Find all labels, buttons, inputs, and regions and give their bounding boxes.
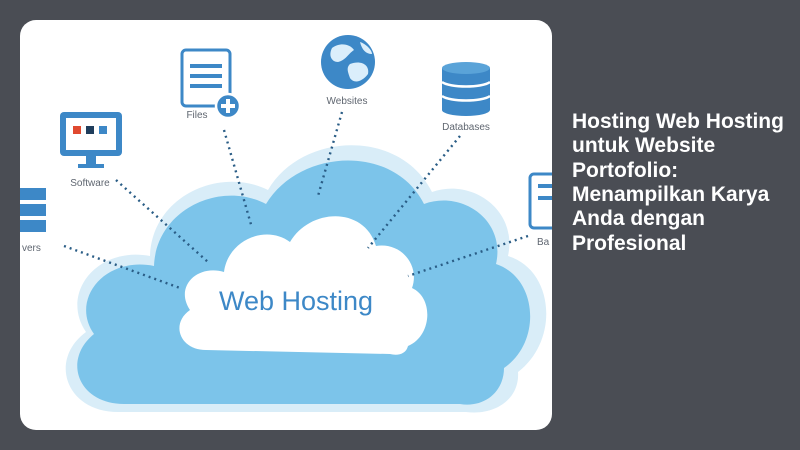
connector-databases <box>367 135 461 249</box>
backup-icon <box>528 172 552 230</box>
database-icon <box>441 62 491 116</box>
connectors <box>63 111 529 290</box>
diagram-card: Web Hosting Files Website <box>20 20 552 430</box>
monitor-icon <box>60 112 122 168</box>
node-label-websites: Websites <box>327 96 368 107</box>
file-plus-icon <box>180 48 242 120</box>
connector-software <box>115 179 209 263</box>
cloud-label: Web Hosting <box>219 286 373 316</box>
node-label-files: Files <box>186 110 207 121</box>
node-label-software: Software <box>70 178 110 189</box>
node-label-servers: vers <box>22 243 41 254</box>
web-hosting-diagram: Web Hosting Files Website <box>20 35 552 413</box>
node-label-databases: Databases <box>442 122 490 133</box>
connector-servers <box>63 244 181 290</box>
cloud-inner <box>179 216 428 355</box>
article-headline: Hosting Web Hosting untuk Website Portof… <box>572 110 784 255</box>
connector-websites <box>316 111 344 197</box>
node-label-backup: Ba <box>537 237 550 248</box>
globe-icon <box>321 35 375 89</box>
server-icon <box>20 188 46 232</box>
connector-files <box>222 129 254 229</box>
